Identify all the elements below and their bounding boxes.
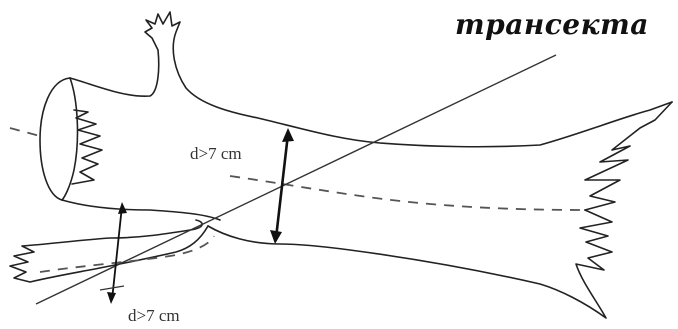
upper-diameter-label: d>7 cm [190,144,242,164]
trunk-outline [10,12,672,318]
lower-diameter-label: d>7 cm [128,306,180,326]
dashed-centerline [10,128,588,272]
title-label: трансекта [455,8,649,41]
transect-line [36,55,556,304]
lower-tick [100,286,124,290]
